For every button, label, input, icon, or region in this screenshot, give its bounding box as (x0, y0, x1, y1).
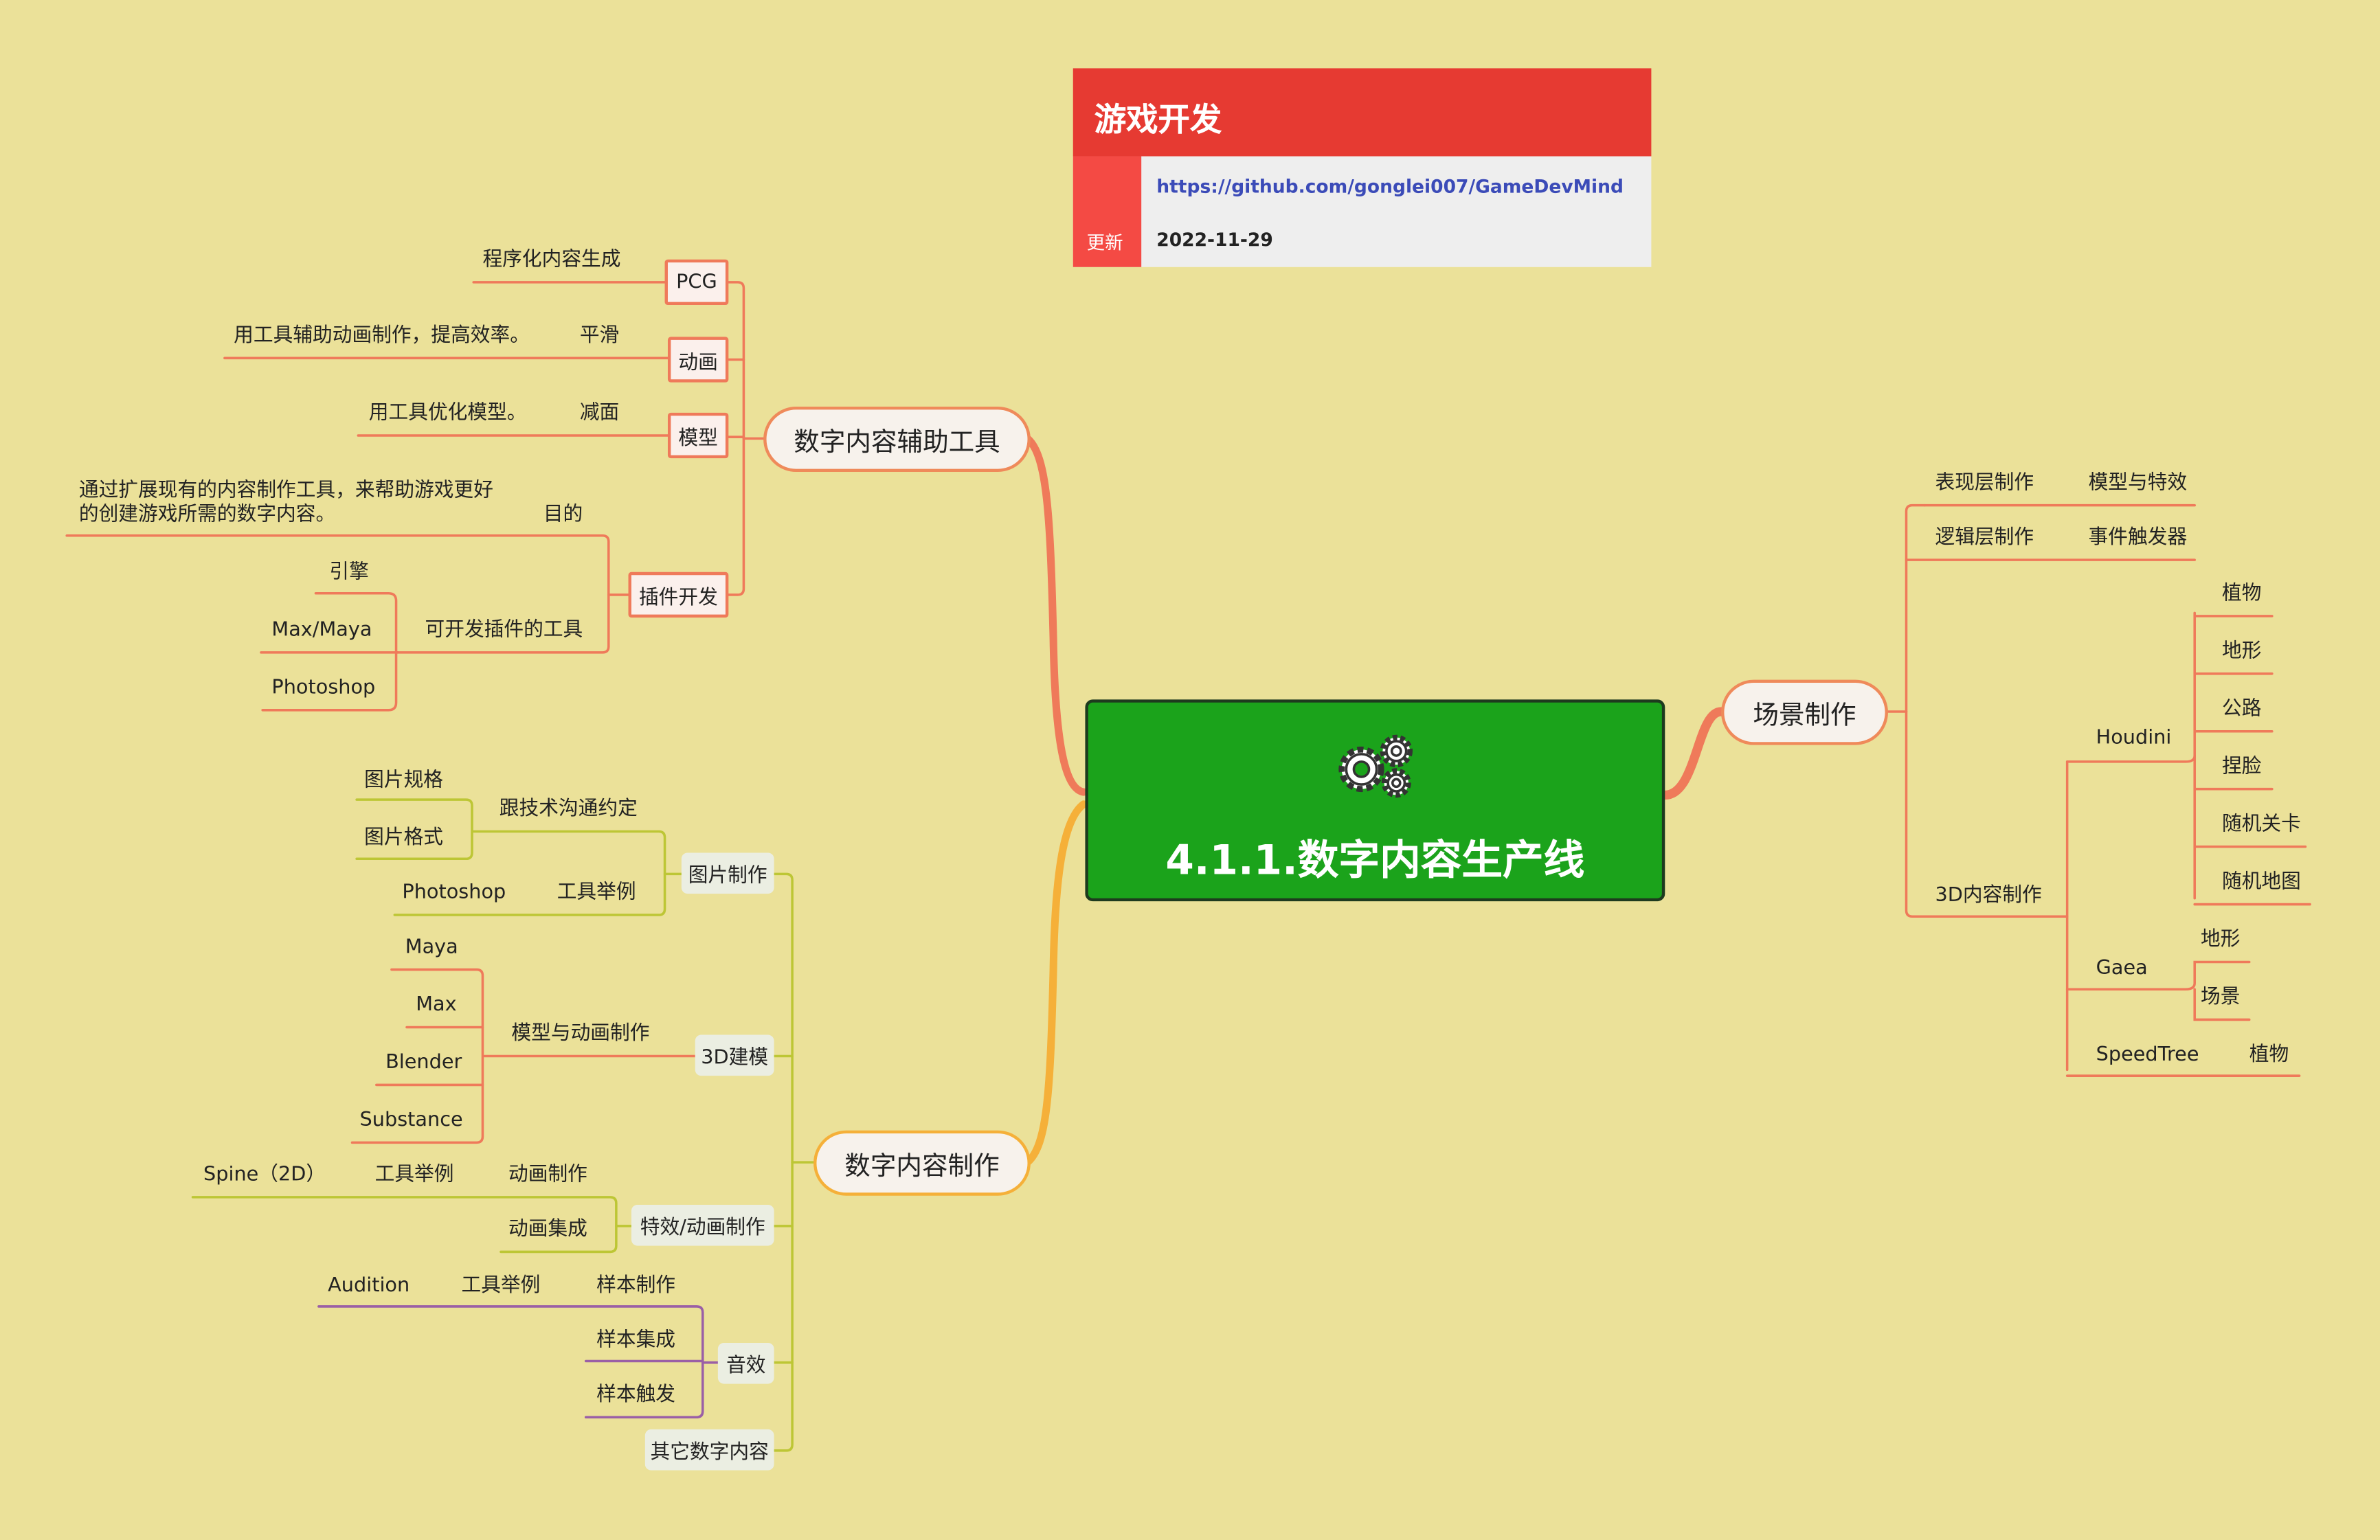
node-tool-spine: Spine（2D） (203, 1164, 326, 1187)
node-image-tool-example: 工具举例 (557, 881, 636, 905)
node-houdini-random-level: 随机关卡 (2221, 813, 2301, 837)
node-tool-audition: Audition (328, 1274, 410, 1298)
node-audio[interactable]: 音效 (717, 1342, 774, 1384)
node-image-tool-photoshop: Photoshop (402, 881, 506, 905)
node-plugin-dev[interactable]: 插件开发 (628, 571, 729, 618)
node-tool-substance: Substance (359, 1109, 463, 1132)
node-model-desc: 用工具优化模型。 (368, 402, 527, 425)
update-label: 更新 (1086, 231, 1123, 253)
node-gaea: Gaea (2096, 957, 2148, 981)
node-model-effects: 模型与特效 (2088, 471, 2188, 495)
node-pcg-desc: 程序化内容生成 (482, 249, 621, 272)
node-tech-agreement: 跟技术沟通约定 (499, 797, 638, 822)
update-date: 2022-11-29 (1156, 229, 1273, 251)
node-houdini-random-map: 随机地图 (2221, 870, 2301, 894)
node-speedtree: SpeedTree (2096, 1043, 2199, 1067)
info-card: 游戏开发 https://github.com/gonglei007/GameD… (1073, 68, 1652, 267)
node-tool-photoshop: Photoshop (271, 677, 376, 700)
info-card-body (1073, 156, 1652, 267)
node-purpose: 目的 (543, 503, 583, 527)
node-model-animation: 模型与动画制作 (511, 1022, 650, 1046)
node-sample-make: 样本制作 (596, 1274, 676, 1298)
node-3d-content: 3D内容制作 (1935, 884, 2042, 907)
node-image-production[interactable]: 图片制作 (681, 852, 774, 894)
node-houdini-plants: 植物 (2221, 582, 2262, 606)
node-logic-layer: 逻辑层制作 (1935, 526, 2034, 550)
node-effects-animation[interactable]: 特效/动画制作 (631, 1204, 774, 1246)
node-purpose-desc-line1: 通过扩展现有的内容制作工具，来帮助游戏更好 (78, 479, 493, 503)
info-card-title: 游戏开发 (1094, 102, 1222, 139)
gears-icon (1338, 734, 1413, 798)
node-anim-make: 动画制作 (508, 1164, 587, 1187)
node-image-format: 图片格式 (364, 826, 444, 850)
node-plugin-tools: 可开发插件的工具 (425, 619, 583, 642)
node-content-production[interactable]: 数字内容制作 (813, 1130, 1031, 1196)
node-event-trigger: 事件触发器 (2088, 526, 2188, 550)
node-decimation: 减面 (579, 402, 620, 425)
central-title: 4.1.1.数字内容生产线 (1165, 837, 1585, 885)
info-card-header (1073, 68, 1652, 157)
node-houdini-roads: 公路 (2221, 698, 2262, 721)
node-tool-engine: 引擎 (329, 561, 369, 585)
node-houdini: Houdini (2096, 727, 2172, 750)
node-pcg[interactable]: PCG (664, 259, 729, 306)
node-other-content[interactable]: 其它数字内容 (644, 1429, 774, 1471)
node-content-tools[interactable]: 数字内容辅助工具 (763, 407, 1031, 472)
node-gaea-scene: 场景 (2201, 986, 2241, 1009)
node-speedtree-plants: 植物 (2249, 1043, 2289, 1067)
node-tool-maya: Maya (405, 936, 458, 960)
node-image-spec: 图片规格 (364, 769, 444, 793)
node-audio-tool-example: 工具举例 (461, 1274, 541, 1298)
node-scene-production[interactable]: 场景制作 (1721, 679, 1888, 745)
node-smoothing: 平滑 (579, 324, 620, 348)
node-animation-desc: 用工具辅助动画制作，提高效率。 (234, 324, 530, 348)
central-topic[interactable]: 4.1.1.数字内容生产线 (1085, 699, 1665, 902)
node-sample-trigger: 样本触发 (596, 1383, 676, 1407)
node-houdini-face: 捏脸 (2221, 756, 2262, 779)
node-tool-blender: Blender (385, 1051, 462, 1074)
node-gaea-terrain: 地形 (2201, 928, 2241, 952)
node-animation[interactable]: 动画 (667, 337, 729, 383)
node-model[interactable]: 模型 (667, 412, 729, 459)
node-tool-maxmaya: Max/Maya (271, 619, 372, 642)
node-houdini-terrain: 地形 (2221, 640, 2262, 664)
node-3d-modeling[interactable]: 3D建模 (695, 1034, 774, 1076)
node-presentation-layer: 表现层制作 (1935, 471, 2034, 495)
info-card-side (1073, 156, 1142, 267)
node-purpose-desc-line2: 的创建游戏所需的数字内容。 (78, 503, 336, 527)
node-tool-max: Max (416, 993, 457, 1017)
node-effects-tool-example: 工具举例 (374, 1164, 454, 1187)
repo-link[interactable]: https://github.com/gonglei007/GameDevMin… (1156, 176, 1624, 198)
node-sample-integrate: 样本集成 (596, 1329, 676, 1352)
node-anim-integrate: 动画集成 (508, 1218, 587, 1241)
